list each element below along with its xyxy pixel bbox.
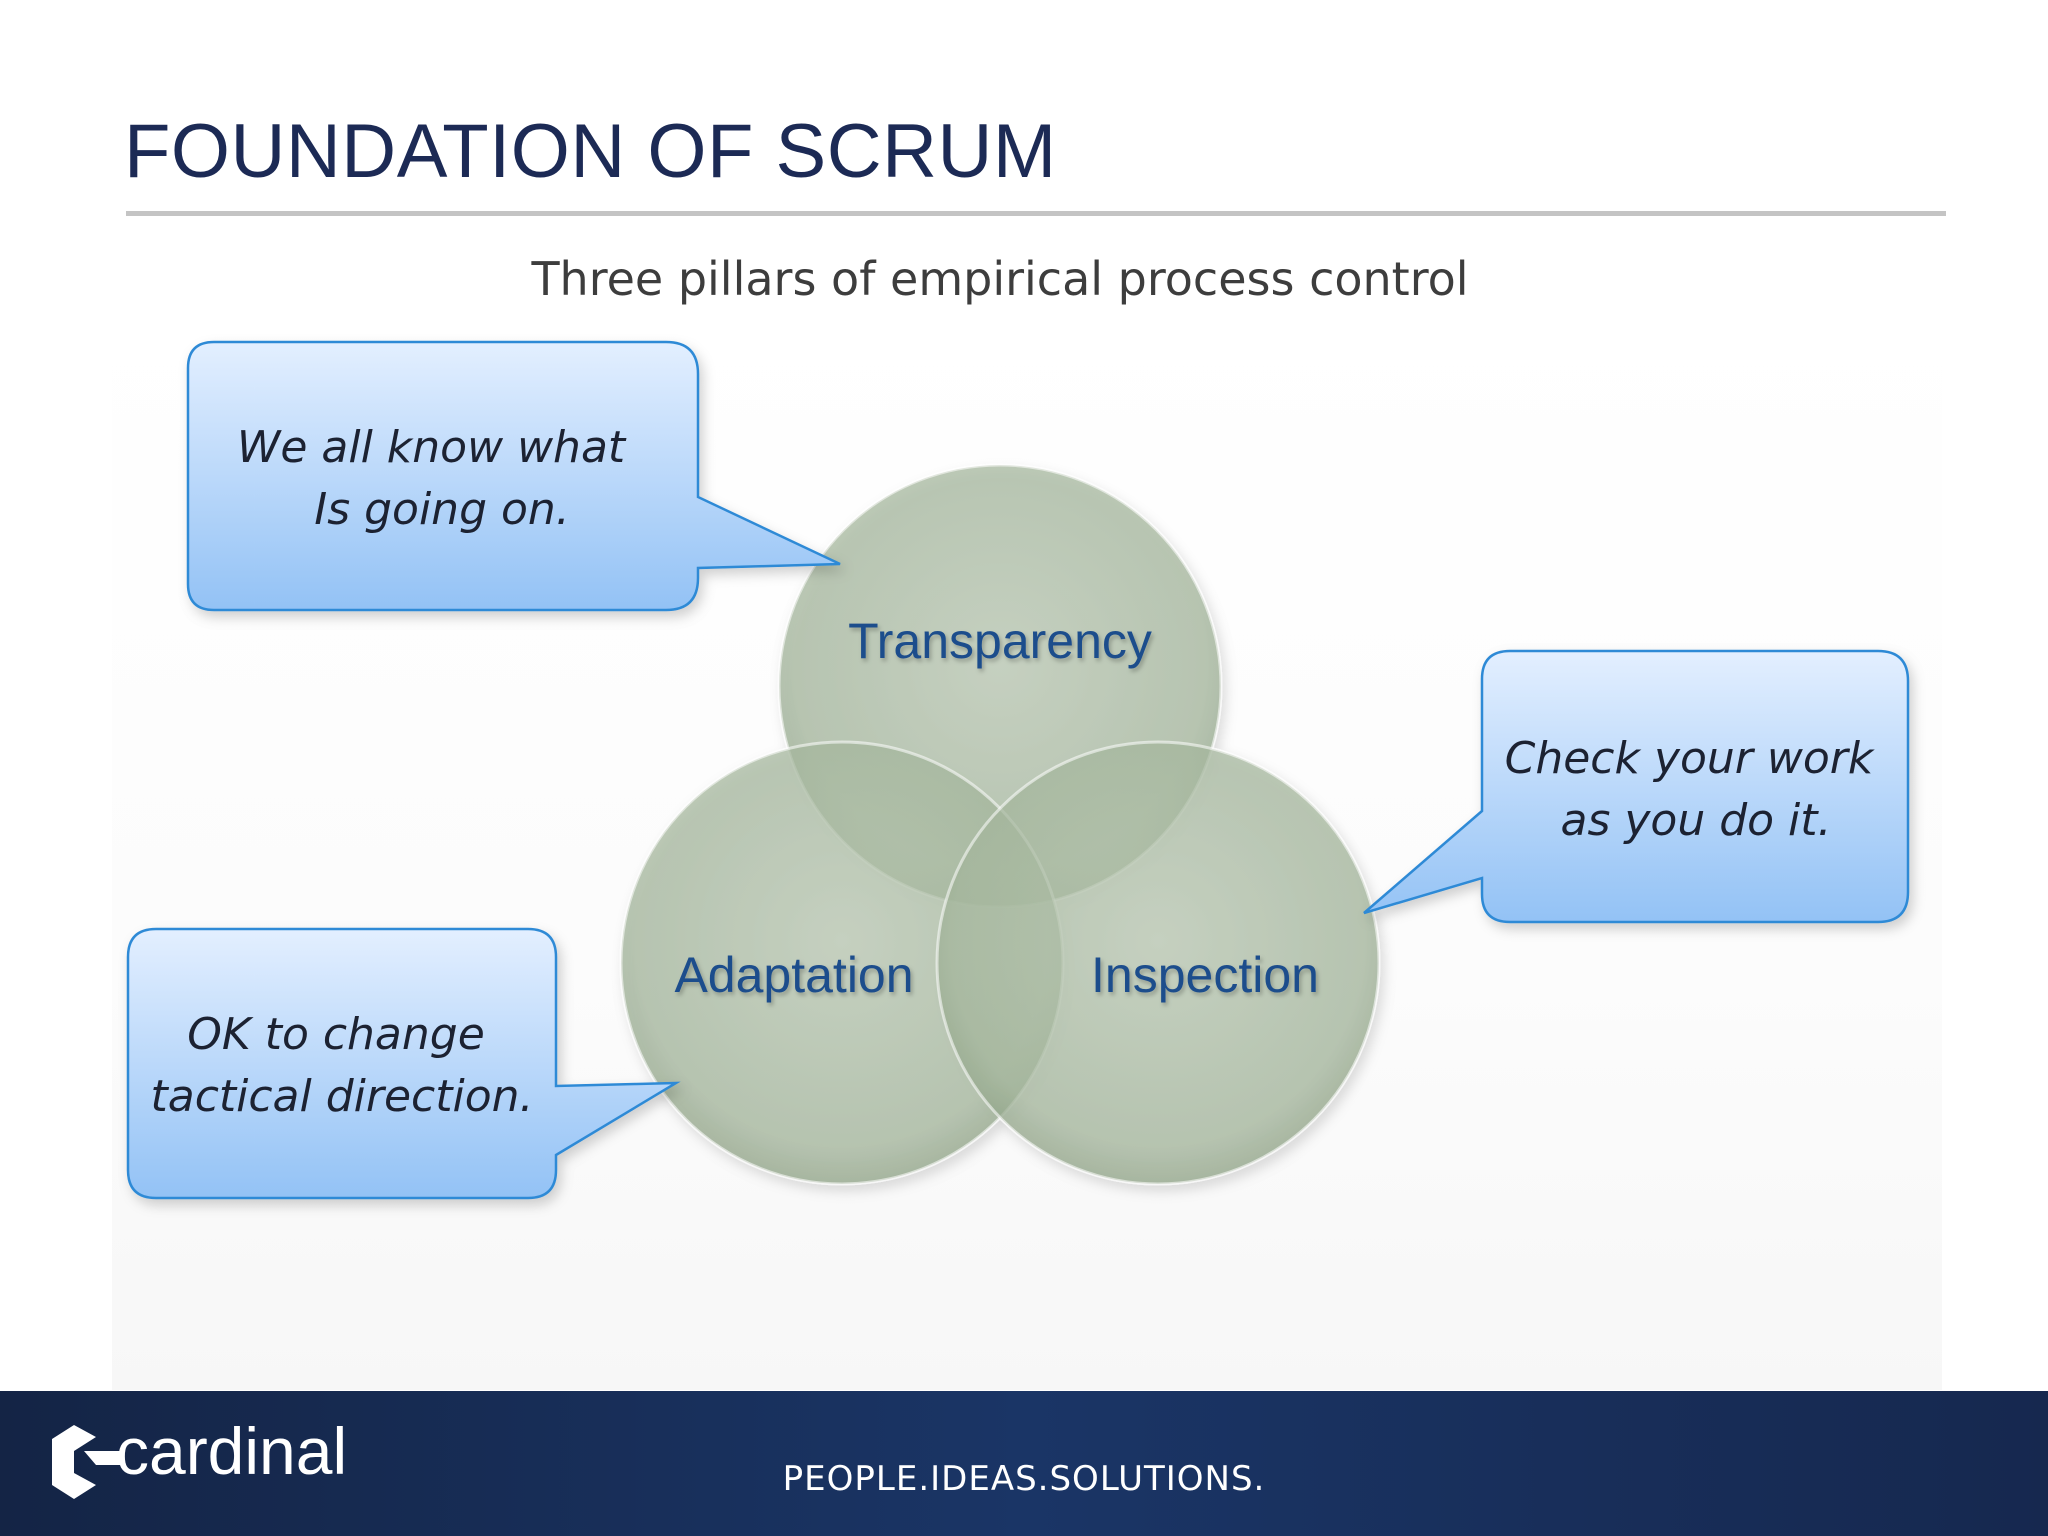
cardinal-logo-text: cardinal xyxy=(116,1414,348,1488)
callout-transparency: We all know what Is going on. xyxy=(186,340,841,612)
inspection-circle xyxy=(935,740,1381,1186)
cardinal-logo-icon xyxy=(52,1425,122,1499)
footer-bar: cardinal PEOPLE.IDEAS.SOLUTIONS. xyxy=(0,1391,2048,1536)
callout-adaptation-line-1: OK to change xyxy=(187,1009,485,1060)
svg-text:Check your work as you d: Check your work as you do it. xyxy=(1505,733,1888,846)
callout-transparency-line-2: Is going on. xyxy=(314,484,570,535)
callout-inspection: Check your work as you do it. xyxy=(1363,649,1910,924)
svg-text:OK to change tactical di: OK to change tactical direction. xyxy=(150,1009,533,1122)
adaptation-label: Adaptation xyxy=(674,947,913,1003)
svg-text:We all know what Is goin: We all know what Is going on. xyxy=(237,422,639,535)
venn-circles xyxy=(619,463,1381,1186)
inspection-label: Inspection xyxy=(1091,947,1319,1003)
title-divider xyxy=(126,211,1946,216)
callout-inspection-line-2: as you do it. xyxy=(1560,795,1831,846)
footer-tagline: PEOPLE.IDEAS.SOLUTIONS. xyxy=(782,1459,1266,1499)
slide-subtitle: Three pillars of empirical process contr… xyxy=(531,252,1469,306)
callout-inspection-line-1: Check your work xyxy=(1505,733,1875,784)
callout-adaptation: OK to change tactical direction. xyxy=(126,927,681,1200)
slide-title: FOUNDATION OF SCRUM xyxy=(124,109,1057,194)
callout-transparency-line-1: We all know what xyxy=(237,422,627,473)
callout-adaptation-line-2: tactical direction. xyxy=(150,1071,533,1122)
transparency-label: Transparency xyxy=(848,613,1152,669)
